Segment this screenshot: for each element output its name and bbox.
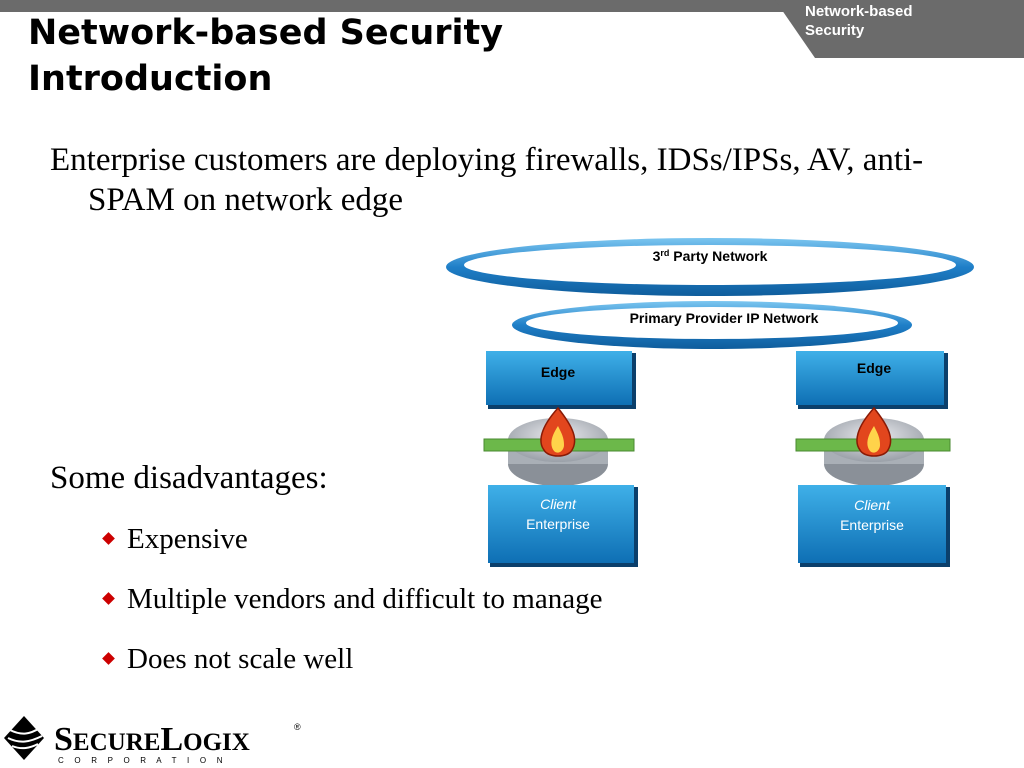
sub-bullet-scale: Does not scale well bbox=[102, 642, 354, 676]
edge-box-left: Edge bbox=[486, 351, 636, 409]
diamond-bullet-icon bbox=[102, 652, 115, 665]
firewall-left-icon bbox=[483, 406, 635, 486]
third-party-number: 3 bbox=[653, 248, 661, 264]
section-tab-label: Network-based Security bbox=[805, 3, 913, 39]
logo-l: L bbox=[160, 721, 183, 758]
sub-bullet-text: Does not scale well bbox=[127, 643, 354, 675]
logo-registered: ® bbox=[294, 722, 301, 732]
sub-bullet-expensive: Expensive bbox=[102, 522, 248, 556]
edge-right-label: Edge bbox=[857, 360, 891, 376]
firewall-right-icon bbox=[795, 406, 951, 486]
client-right-line2: Enterprise bbox=[840, 517, 904, 533]
network-diagram: 3rd Party Network Primary Provider IP Ne… bbox=[446, 238, 974, 567]
edge-left-label: Edge bbox=[541, 364, 575, 380]
logo-mark-icon bbox=[4, 716, 44, 760]
sub-bullet-text: Expensive bbox=[127, 523, 248, 555]
slide-title: Network-based Security Introduction bbox=[28, 10, 728, 102]
sub-bullet-vendors: Multiple vendors and difficult to manage bbox=[102, 582, 603, 616]
svg-text:SECURELOGIX: SECURELOGIX bbox=[54, 721, 250, 758]
diamond-bullet-icon bbox=[102, 592, 115, 605]
edge-box-right: Edge bbox=[796, 351, 948, 409]
section-tab: Network-based Security bbox=[775, 0, 1024, 58]
bullet-enterprise: Enterprise customers are deploying firew… bbox=[50, 142, 924, 218]
sub-bullet-text: Multiple vendors and difficult to manage bbox=[127, 583, 603, 615]
client-enterprise-left: Client Enterprise bbox=[488, 485, 638, 567]
client-left-line1: Client bbox=[540, 496, 577, 512]
client-enterprise-right: Client Enterprise bbox=[798, 485, 950, 567]
third-party-network: 3rd Party Network bbox=[446, 238, 974, 296]
client-right-line1: Client bbox=[854, 497, 891, 513]
logo-corporation: C O R P O R A T I O N bbox=[58, 756, 227, 765]
third-party-sup: rd bbox=[660, 248, 669, 258]
logo-s: S bbox=[54, 721, 73, 758]
top-bar bbox=[0, 0, 1024, 12]
diamond-bullet-icon bbox=[102, 532, 115, 545]
bullet-disadvantages: Some disadvantages: bbox=[50, 460, 328, 496]
third-party-label: Party Network bbox=[669, 248, 767, 264]
primary-provider-network: Primary Provider IP Network bbox=[512, 301, 912, 349]
svg-text:3rd Party Network: 3rd Party Network bbox=[653, 248, 768, 264]
securelogix-logo: SECURELOGIX ® C O R P O R A T I O N bbox=[4, 716, 301, 765]
logo-ecure: ECURE bbox=[73, 729, 161, 756]
logo-ogix: OGIX bbox=[183, 729, 250, 756]
primary-provider-label: Primary Provider IP Network bbox=[630, 310, 819, 326]
slide-title-line2: Introduction bbox=[28, 59, 273, 99]
client-left-line2: Enterprise bbox=[526, 516, 590, 532]
slide-title-line1: Network-based Security bbox=[28, 13, 504, 53]
